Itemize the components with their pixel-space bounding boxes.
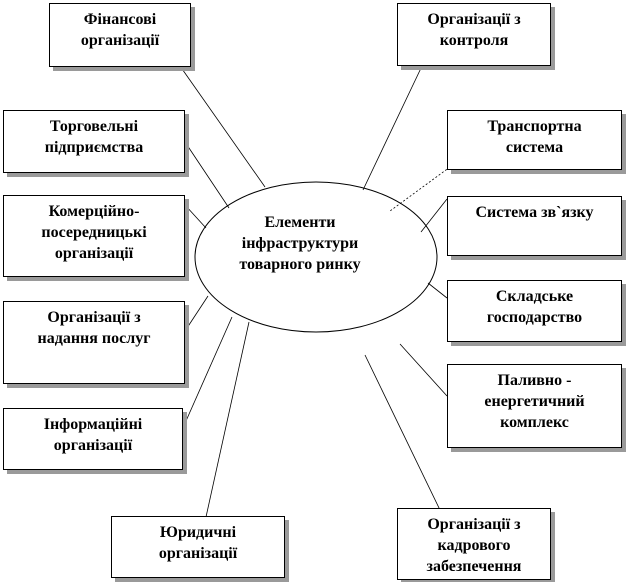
- center-ellipse: [194, 181, 438, 333]
- box-service-organizations: Організації з надання послуг: [3, 301, 185, 384]
- box-label-line: організації: [158, 545, 238, 562]
- connector-warehouse: [427, 282, 448, 299]
- box-label-line: Організації з: [47, 309, 141, 326]
- box-label-line: надання послуг: [37, 330, 151, 347]
- box-fuel-energy-complex: Паливно - енергетичний комплекс: [447, 364, 622, 448]
- box-label-line: забезпечення: [426, 558, 522, 575]
- connector-fuel: [399, 343, 448, 397]
- connector-financial: [179, 65, 266, 188]
- box-legal-organizations: Юридичні організації: [111, 516, 285, 578]
- box-label-line: система: [505, 139, 564, 156]
- box-label-line: енергетичний: [484, 393, 585, 410]
- box-trade-enterprises: Торговельні підприємства: [3, 110, 185, 173]
- center-label-line: Елементи: [264, 214, 336, 231]
- connector-services: [184, 295, 209, 332]
- box-label-line: господарство: [486, 309, 583, 326]
- box-label-line: Торговельні: [49, 118, 139, 135]
- box-label-line: Інформаційні: [43, 416, 143, 433]
- box-label-line: організації: [54, 245, 134, 262]
- box-personnel-organizations: Організації з кадрового забезпечення: [397, 508, 551, 580]
- box-label-line: Фінансові: [83, 11, 157, 28]
- box-warehouse-economy: Складське господарство: [447, 280, 622, 342]
- connector-legal: [205, 321, 250, 518]
- connector-personnel: [364, 354, 441, 511]
- box-label-line: контроля: [439, 32, 509, 49]
- box-commercial-intermediary: Комерційно- посередницькі організації: [3, 195, 185, 277]
- box-label-line: Юридичні: [159, 524, 237, 541]
- box-label-line: комплекс: [500, 414, 569, 431]
- box-control-organizations: Організації з контроля: [397, 3, 551, 66]
- box-label-line: Організації з: [427, 11, 521, 28]
- box-label-line: організації: [53, 437, 133, 454]
- center-label-line: товарного ринку: [239, 256, 361, 273]
- connector-commercial: [184, 204, 207, 229]
- center-label-line: інфраструктури: [241, 235, 359, 252]
- box-information-organizations: Інформаційні організації: [3, 408, 183, 470]
- center-label: Елементи інфраструктури товарного ринку: [215, 212, 385, 275]
- box-label-line: Складське: [495, 288, 574, 305]
- connector-control: [362, 65, 423, 191]
- box-label-line: Організації з: [427, 516, 521, 533]
- box-label-line: Паливно -: [497, 372, 572, 389]
- box-communication-system: Система зв`язку: [447, 196, 622, 256]
- box-label-line: Комерційно-: [48, 203, 140, 220]
- box-label-line: організації: [80, 32, 160, 49]
- box-label-line: кадрового: [437, 537, 511, 554]
- box-label-line: Система зв`язку: [475, 204, 594, 221]
- box-label-line: підприємства: [44, 139, 144, 156]
- connector-information: [181, 316, 233, 431]
- connector-transport: [389, 166, 451, 212]
- connector-communication: [420, 198, 448, 233]
- connector-trade: [184, 141, 230, 209]
- box-label-line: посередницькі: [41, 224, 147, 241]
- box-financial-organizations: Фінансові організації: [49, 3, 191, 67]
- box-transport-system: Транспортна система: [447, 110, 622, 170]
- box-label-line: Транспортна: [487, 118, 582, 135]
